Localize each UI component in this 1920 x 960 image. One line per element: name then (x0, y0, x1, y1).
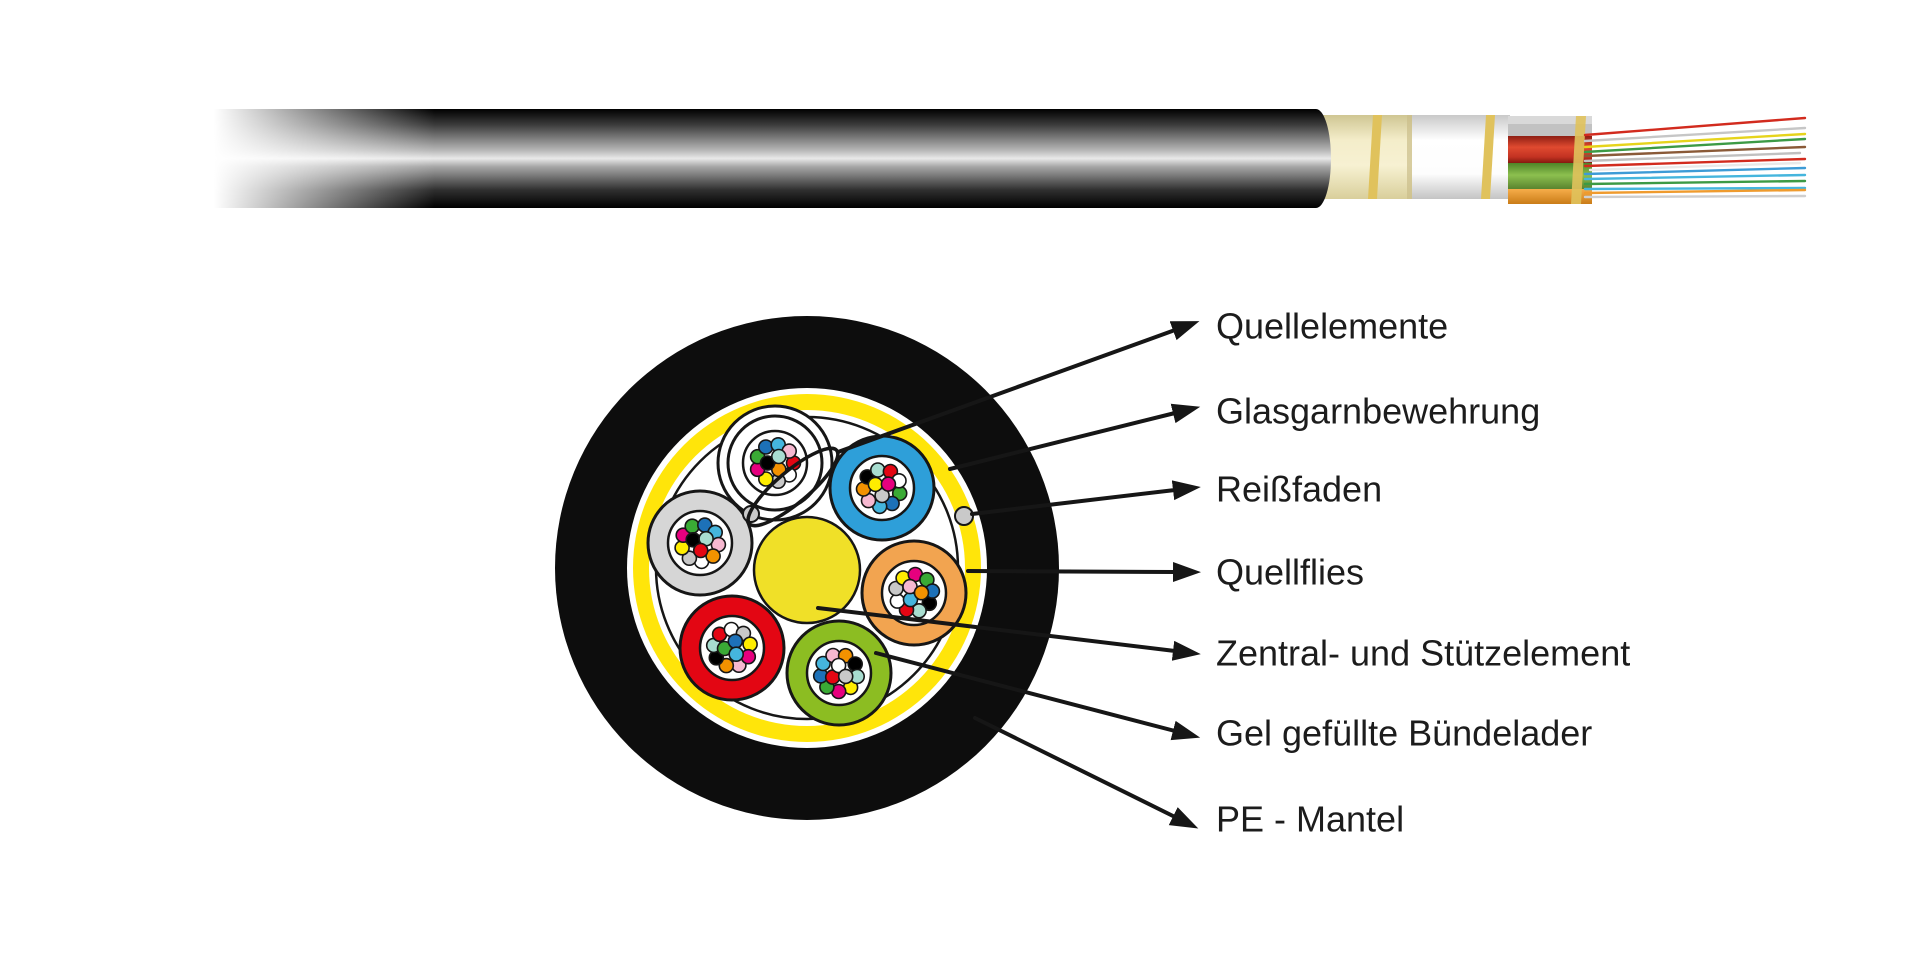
glasgarn-binder-stripe (1368, 115, 1382, 199)
cable-left-fade (95, 100, 435, 218)
buendeladern (646, 404, 968, 727)
loose-fiber (1583, 151, 1802, 163)
callout-zentralelement: Zentral- und Stützelement (816, 606, 1630, 674)
leader-line-zentralelement (816, 606, 1201, 661)
fiber-dot (770, 448, 787, 465)
callouts: Quellelemente Glasgarnbewehrung Reißfade… (816, 306, 1630, 840)
loose-fiber (1583, 166, 1807, 176)
loose-fiber (1583, 157, 1807, 168)
callout-reissfaden: Reißfaden (970, 469, 1382, 516)
label-reissfaden: Reißfaden (1216, 469, 1382, 510)
fiber-dot (830, 657, 847, 674)
zentral-stuetzelement (752, 515, 862, 625)
fiber-dot (913, 584, 930, 601)
buendelader-blue (828, 434, 936, 542)
loose-fiber (1583, 194, 1807, 199)
label-glasgarnbewehrung: Glasgarnbewehrung (1216, 391, 1540, 432)
leader-line-buendelader (874, 651, 1201, 741)
leader-line-pe-mantel (973, 716, 1199, 829)
fiber-dot (742, 636, 758, 653)
loose-fiber (1583, 137, 1807, 154)
callout-quellflies: Quellflies (966, 552, 1364, 593)
fiber-dot (727, 633, 744, 650)
loose-fiber (1583, 179, 1807, 186)
cable-illustration (95, 100, 1807, 218)
strip-silver (1508, 116, 1592, 126)
loose-fiber (1588, 161, 1802, 172)
fiber-dot (867, 476, 884, 493)
quellflies-layer (1412, 115, 1510, 199)
label-zentralelement: Zentral- und Stützelement (1216, 633, 1630, 674)
strip-orange (1508, 189, 1592, 204)
loose-fiber (1583, 126, 1807, 143)
leader-line-quellflies (966, 561, 1201, 582)
fiber-dot (880, 476, 897, 492)
callout-pe-mantel: PE - Mantel (973, 716, 1404, 840)
fiber-dot (847, 656, 864, 672)
leader-line-quellelemente (836, 321, 1200, 454)
loose-fiber (1583, 188, 1807, 195)
loose-fiber (1583, 145, 1807, 158)
callout-quellelemente: Quellelemente (836, 306, 1448, 454)
cross-section (555, 316, 1059, 820)
stripped-end (1300, 115, 1807, 204)
layer-boundary (1407, 115, 1413, 199)
fiber-dot (837, 668, 854, 685)
buendelader-strips (1508, 116, 1592, 204)
fiber-dot (728, 646, 745, 663)
leader-line-glasgarnbewehrung (948, 403, 1201, 471)
label-buendelader: Gel gefüllte Bündelader (1216, 713, 1592, 754)
buendelader-red (678, 594, 786, 702)
loose-fiber (1583, 116, 1807, 137)
loose-fibers (1583, 116, 1807, 199)
quellflies-binder-stripe (1481, 115, 1495, 199)
strips-binder-stripe (1571, 116, 1586, 204)
loose-fiber (1583, 186, 1807, 191)
fiber-dot (815, 655, 831, 672)
strip-grey (1508, 124, 1592, 137)
label-pe-mantel: PE - Mantel (1216, 799, 1404, 840)
loose-fiber (1583, 173, 1807, 181)
loose-fiber (1583, 132, 1807, 149)
fiber-dot (681, 550, 698, 567)
fiber-dot (757, 439, 774, 455)
reissfaden-dot (954, 506, 974, 526)
callout-glasgarnbewehrung: Glasgarnbewehrung (948, 391, 1540, 471)
buendelader-white (716, 404, 834, 522)
pe-jacket-end-cap (1301, 109, 1331, 208)
fiber-dot (869, 462, 886, 478)
leader-line-reissfaden (970, 480, 1201, 516)
label-quellelemente: Quellelemente (1216, 306, 1448, 347)
quellelemente-lasso (746, 446, 840, 528)
callout-buendelader: Gel gefüllte Bündelader (874, 651, 1592, 754)
buendelader-orange (860, 539, 968, 647)
buendelader-green (785, 619, 893, 727)
fiber-dot (692, 542, 709, 559)
fiber-dot (889, 593, 906, 609)
buendelader-grey (646, 489, 754, 597)
label-quellflies: Quellflies (1216, 552, 1364, 593)
